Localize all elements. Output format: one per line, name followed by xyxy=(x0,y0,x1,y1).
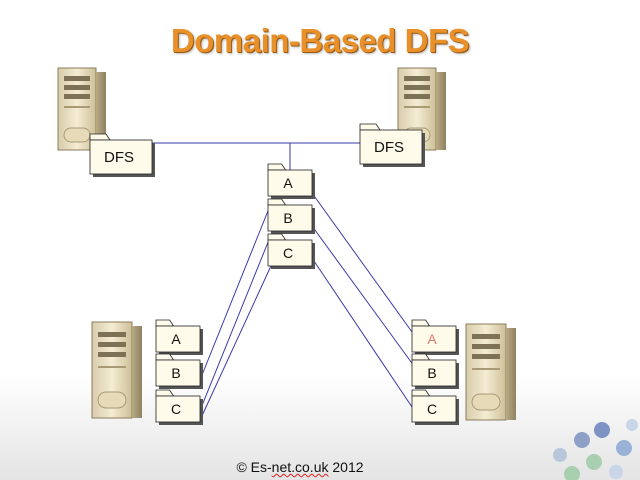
server-bottom-right-icon xyxy=(465,323,516,421)
edge-root-a-to-right-a xyxy=(311,192,413,333)
folder-label: B xyxy=(283,210,292,226)
folder-label: A xyxy=(283,175,293,191)
edge-root-c-to-left-c xyxy=(200,254,277,419)
folder-label: B xyxy=(171,365,180,381)
folder-left-a: A xyxy=(155,319,203,355)
folder-label: C xyxy=(427,401,437,417)
footer-year: 2012 xyxy=(328,459,364,475)
folder-right-c: C xyxy=(411,389,459,425)
folder-label: C xyxy=(283,245,293,261)
footer-prefix: © Es- xyxy=(236,459,272,475)
decorative-spheres-icon xyxy=(553,419,638,480)
folder-root-b: B xyxy=(267,198,315,234)
folder-right-b: B xyxy=(411,353,459,389)
folder-label: A xyxy=(427,331,437,347)
folder-dfs-right: DFS xyxy=(359,123,425,167)
footer-domain: net.co.uk xyxy=(271,459,329,475)
connection-lines xyxy=(152,142,415,419)
slide-title: Domain-Based DFS xyxy=(170,22,470,59)
folder-root-c: C xyxy=(267,233,315,269)
edge-root-b-to-left-c xyxy=(200,219,278,409)
folder-label: C xyxy=(171,401,181,417)
copyright-footer: © Es-net.co.uk 2012 xyxy=(0,459,600,475)
edge-root-a-to-left-b xyxy=(199,190,277,381)
folder-label: A xyxy=(171,331,181,347)
folder-label: B xyxy=(427,365,436,381)
edge-root-b-to-right-b xyxy=(311,225,415,367)
folder-left-b: B xyxy=(155,353,203,389)
folder-label: DFS xyxy=(374,139,404,156)
folder-dfs-left: DFS xyxy=(89,133,155,177)
edge-root-c-to-right-c xyxy=(311,257,415,411)
folder-left-c: C xyxy=(155,389,203,425)
folder-nodes: DFS DFS A B C A B C A B C xyxy=(89,123,459,425)
folder-right-a: A xyxy=(411,319,459,355)
folder-label: DFS xyxy=(104,149,134,166)
server-bottom-left-icon xyxy=(91,321,142,419)
folder-root-a: A xyxy=(267,163,315,199)
